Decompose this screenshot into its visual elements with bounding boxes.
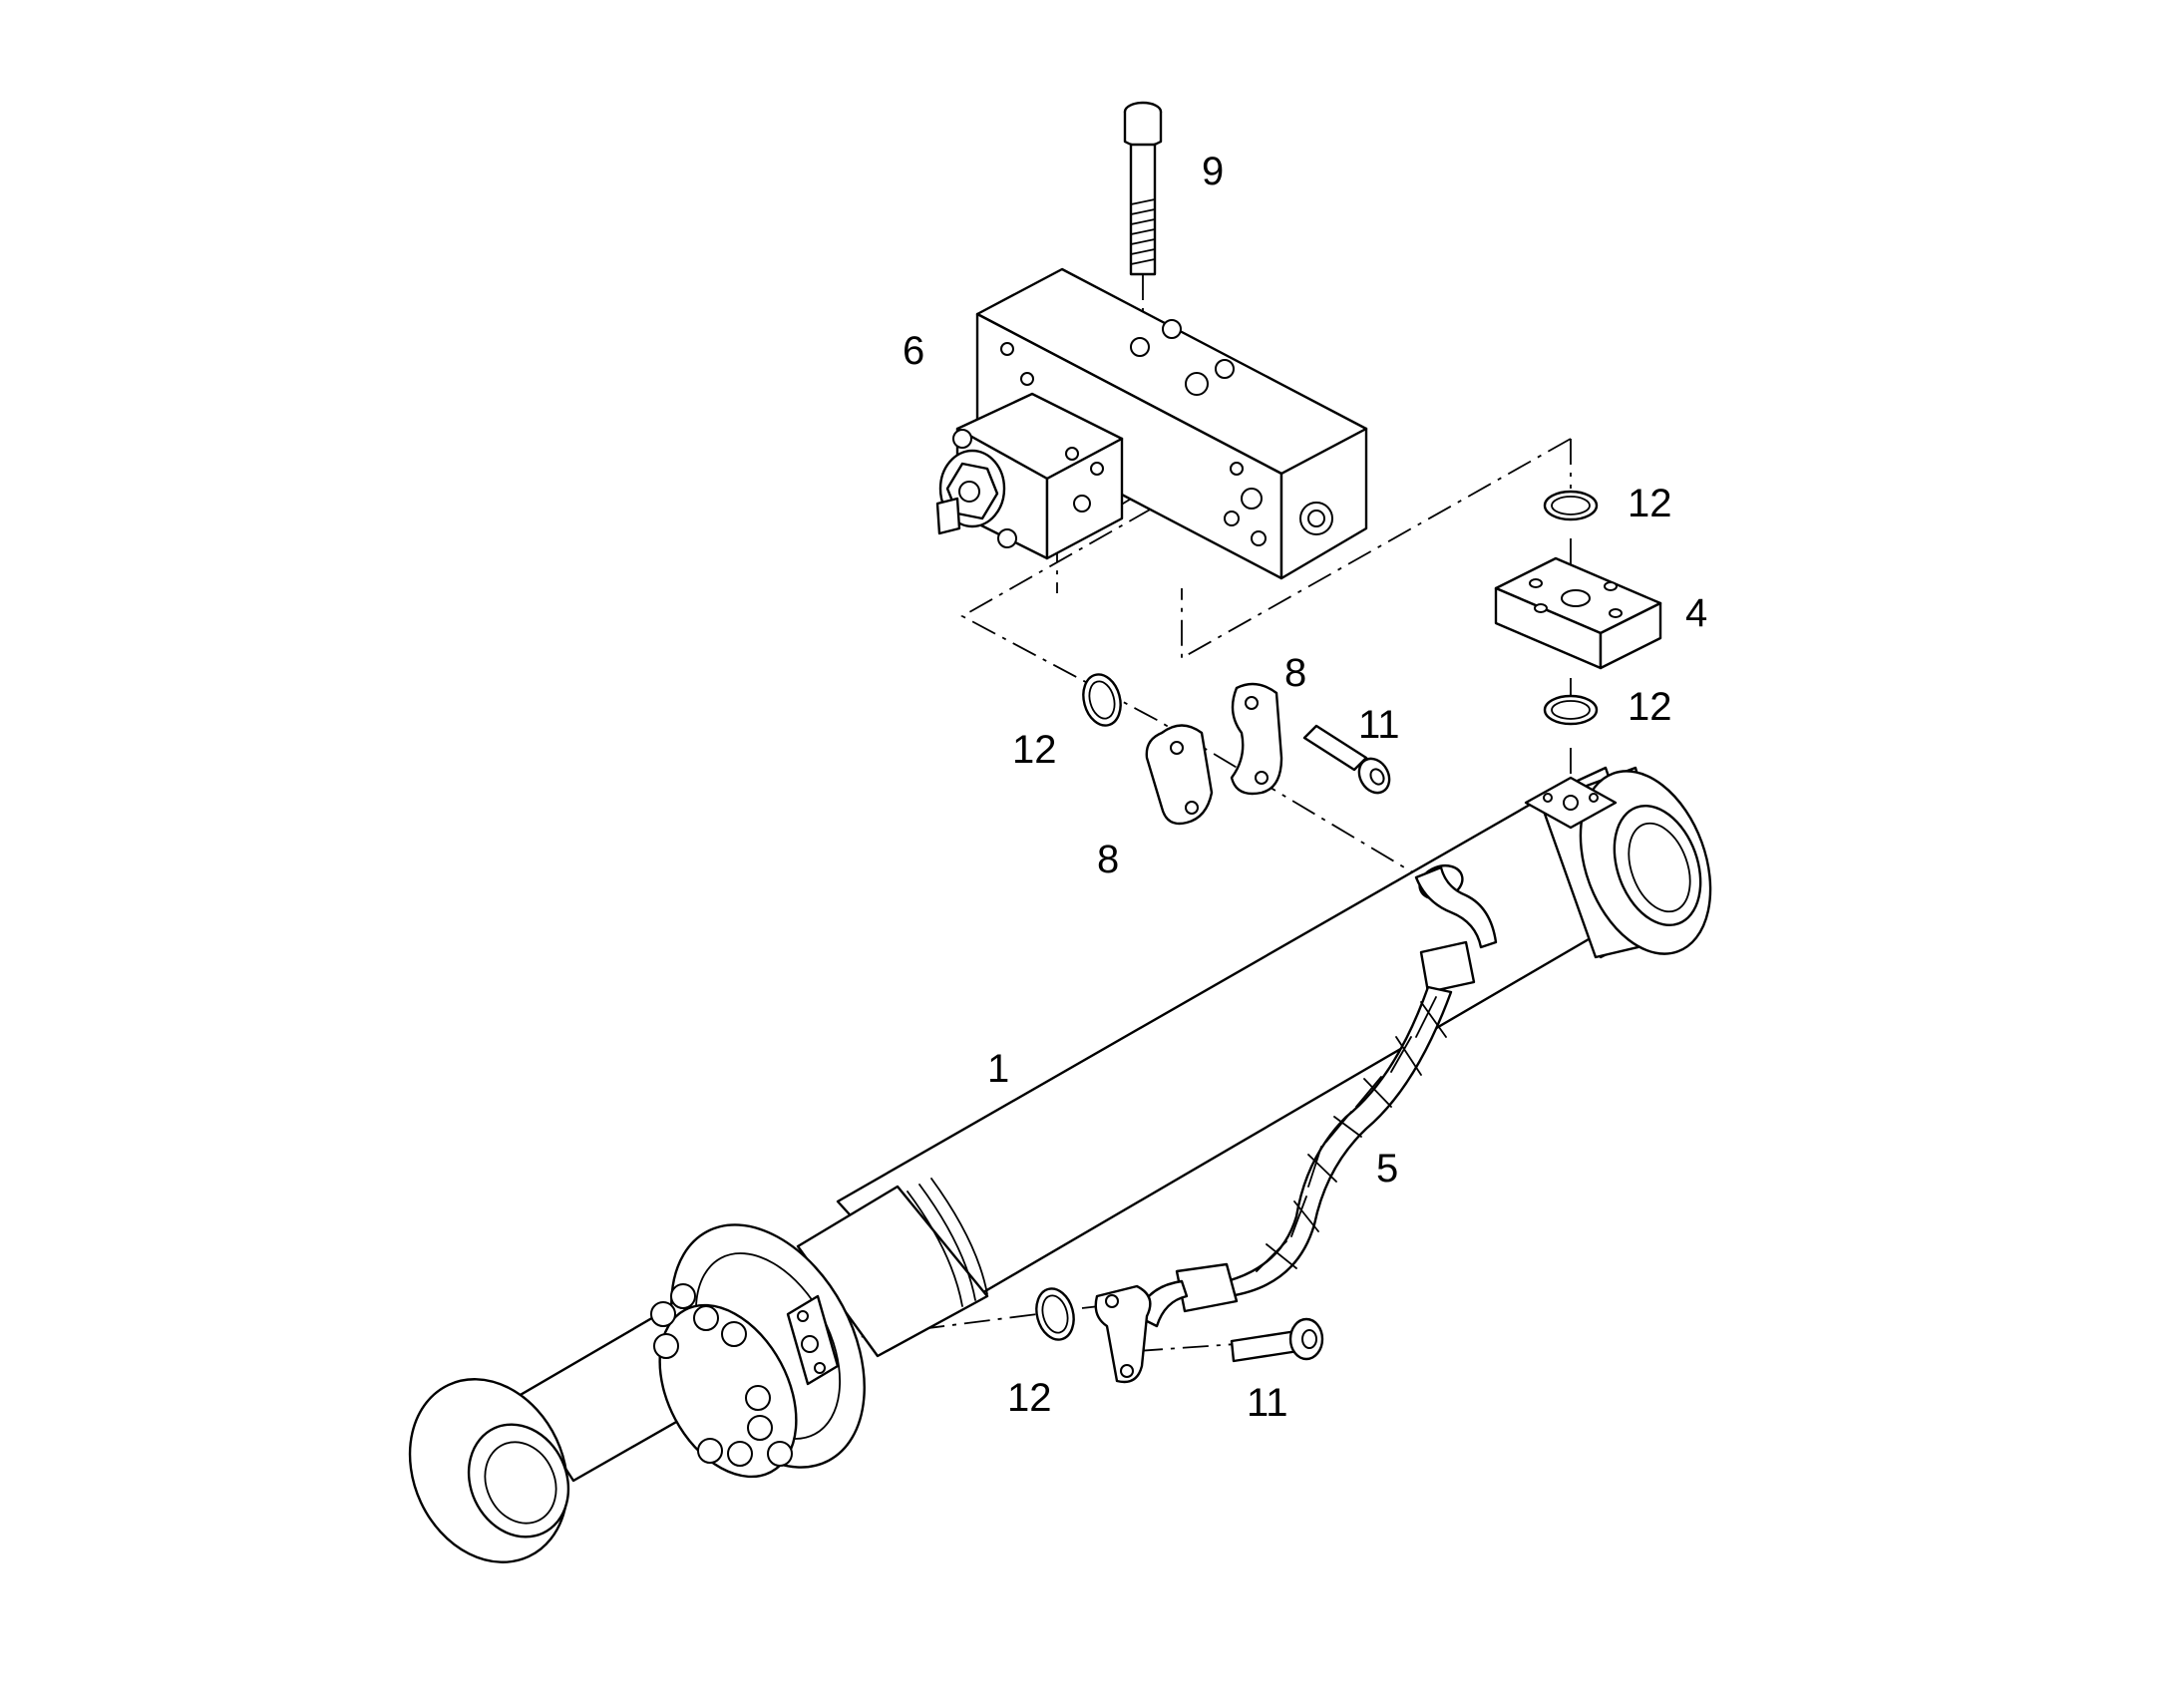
spacer-plate	[1494, 556, 1662, 670]
long-bolt	[1123, 101, 1163, 276]
callout-9: 9	[1202, 150, 1224, 193]
callouts: 9 6 12 4 12 8 11 12 8 1 5 12 11	[903, 150, 1707, 1425]
callout-11-upper: 11	[1358, 703, 1400, 747]
split-flanges	[1145, 682, 1283, 826]
o-rings	[1035, 490, 1599, 1341]
callout-5: 5	[1376, 1147, 1398, 1191]
callout-12-bottom: 12	[1007, 1376, 1052, 1420]
callout-8-upper: 8	[1284, 651, 1306, 695]
callout-8-lower: 8	[1097, 838, 1119, 881]
callout-12-upper-right: 12	[1628, 482, 1672, 525]
hose-assembly	[1094, 863, 1498, 1384]
hydraulic-cylinder	[408, 766, 1712, 1563]
callout-11-lower: 11	[1247, 1381, 1288, 1425]
callout-6: 6	[903, 329, 924, 373]
callout-12-lower-right: 12	[1628, 685, 1672, 729]
callout-1: 1	[987, 1047, 1009, 1091]
valve-block	[935, 267, 1368, 580]
callout-12-left: 12	[1012, 728, 1057, 772]
short-screws	[1230, 724, 1391, 1363]
callout-4: 4	[1685, 591, 1707, 635]
flange-bolts	[650, 1283, 793, 1467]
